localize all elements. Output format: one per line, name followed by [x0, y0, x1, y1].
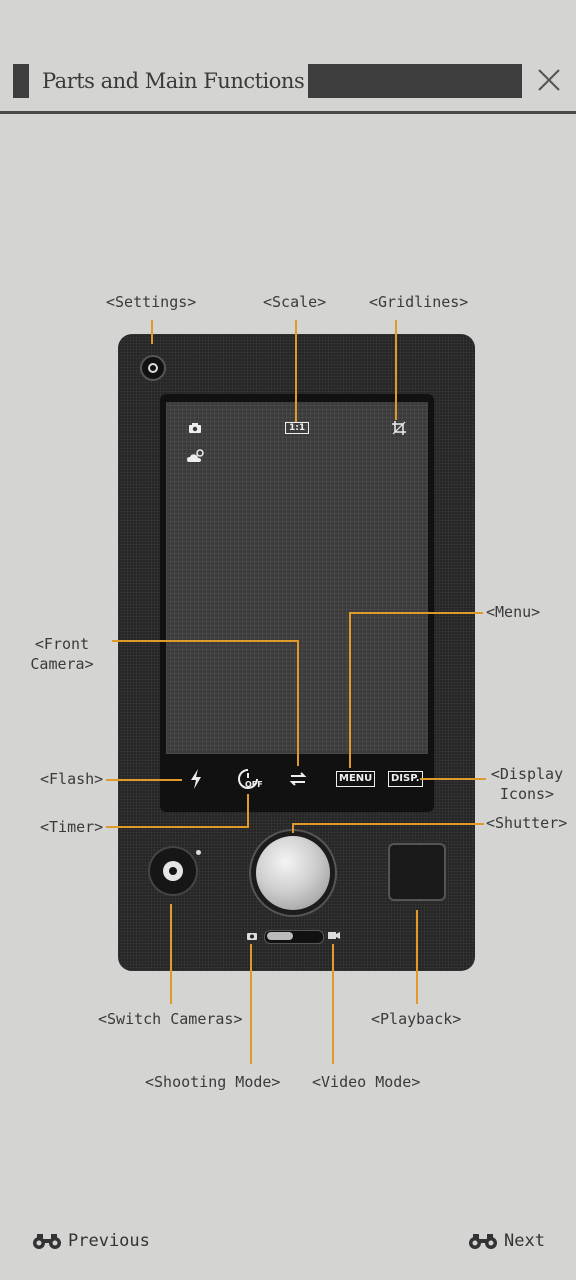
gridlines-icon	[392, 421, 406, 435]
header-left-bar	[13, 64, 29, 98]
header: Parts and Main Functions	[0, 0, 576, 114]
label-shutter: <Shutter>	[486, 814, 568, 832]
label-gridlines: <Gridlines>	[369, 293, 469, 311]
switch-cameras-indicator	[196, 850, 201, 855]
display-icons-leader	[420, 778, 486, 780]
playback-button	[388, 843, 446, 901]
timer-off-label: OFF	[245, 780, 263, 789]
shutter-leader-h	[292, 823, 484, 825]
binoculars-icon	[469, 1234, 497, 1249]
label-flash: <Flash>	[40, 770, 104, 788]
gridlines-leader	[395, 320, 397, 420]
binoculars-icon	[33, 1234, 61, 1249]
label-menu: <Menu>	[486, 603, 541, 621]
scale-badge: 1:1	[285, 422, 310, 434]
label-shooting-mode: <Shooting Mode>	[145, 1073, 281, 1091]
display-icons-badge: DISP.	[388, 771, 423, 787]
shooting-mode-leader	[250, 944, 252, 1064]
header-divider	[0, 111, 576, 114]
menu-leader-h	[349, 612, 483, 614]
shooting-mode-icon	[247, 933, 257, 940]
label-video-mode: <Video Mode>	[312, 1073, 421, 1091]
flash-icon	[191, 769, 201, 789]
previous-button[interactable]: Previous	[32, 1228, 150, 1254]
settings-icon	[140, 355, 166, 381]
scale-leader	[295, 320, 297, 422]
mode-slider	[264, 930, 324, 944]
label-display-icons-line1: <Display	[490, 765, 564, 783]
label-timer: <Timer>	[40, 818, 104, 836]
timer-icon: OFF	[236, 767, 263, 791]
close-icon[interactable]	[532, 62, 566, 98]
next-label: Next	[504, 1231, 545, 1251]
label-switch-cameras: <Switch Cameras>	[98, 1010, 243, 1028]
menu-badge: MENU	[336, 771, 376, 787]
front-camera-switch-icon	[289, 772, 307, 786]
timer-leader-v	[247, 794, 249, 828]
page-title: Parts and Main Functions	[42, 69, 305, 93]
label-settings: <Settings>	[106, 293, 197, 311]
label-front-camera-line2: Camera>	[30, 655, 94, 673]
flash-leader	[106, 779, 182, 781]
label-playback: <Playback>	[371, 1010, 462, 1028]
video-mode-icon	[328, 932, 340, 939]
timer-leader-h	[106, 826, 248, 828]
front-camera-leader-h	[112, 640, 298, 642]
label-front-camera-line1: <Front	[34, 635, 90, 653]
camera-mode-icon	[189, 423, 201, 433]
settings-leader	[151, 320, 153, 344]
front-camera-leader-v	[297, 640, 299, 766]
previous-label: Previous	[68, 1231, 150, 1251]
shutter-button	[256, 836, 330, 910]
shutter-leader-v	[292, 823, 294, 833]
video-mode-leader	[332, 944, 334, 1064]
next-button[interactable]: Next	[468, 1228, 545, 1254]
weather-cloudy-icon	[187, 449, 204, 462]
label-scale: <Scale>	[263, 293, 327, 311]
playback-leader	[416, 910, 418, 1004]
menu-leader-v	[349, 612, 351, 768]
switch-cameras-leader	[170, 904, 172, 1004]
label-display-icons-line2: Icons>	[499, 785, 555, 803]
header-right-bar	[308, 64, 522, 98]
switch-cameras-button	[150, 848, 196, 894]
